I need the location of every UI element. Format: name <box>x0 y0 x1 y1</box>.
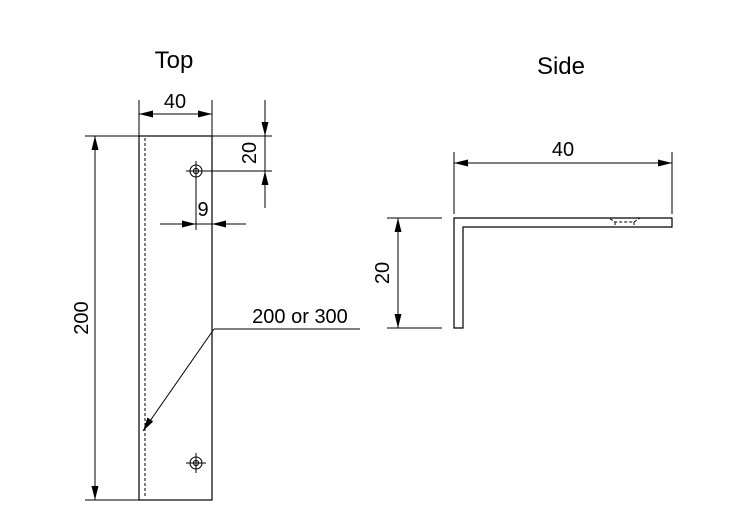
top-view-title: Top <box>155 47 194 74</box>
top-length-dimension: 200 <box>71 135 139 501</box>
top-width-label: 40 <box>164 91 186 113</box>
top-hole-offset-label: 20 <box>239 142 261 164</box>
side-view-title: Side <box>537 53 585 80</box>
top-bracket-outline <box>138 135 213 501</box>
top-width-dimension: 40 <box>138 91 213 136</box>
top-hole-inset-label: 9 <box>197 199 208 221</box>
side-height-dimension: 20 <box>372 217 442 329</box>
side-width-dimension: 40 <box>453 139 673 214</box>
top-lower-hole <box>186 453 206 473</box>
side-width-label: 40 <box>552 139 574 161</box>
side-bracket-profile <box>453 217 673 329</box>
side-height-label: 20 <box>372 262 394 284</box>
top-length-label: 200 <box>71 301 93 334</box>
top-length-note-label: 200 or 300 <box>252 306 348 328</box>
side-view: Side 40 20 <box>372 53 673 329</box>
top-view: Top 40 <box>71 47 360 501</box>
top-hole-inset-dimension: 9 <box>160 178 246 230</box>
top-length-note-leader: 200 or 300 <box>142 306 360 432</box>
side-hole-hidden-lines <box>607 217 642 227</box>
top-hole-offset-dimension: 20 <box>202 100 272 208</box>
